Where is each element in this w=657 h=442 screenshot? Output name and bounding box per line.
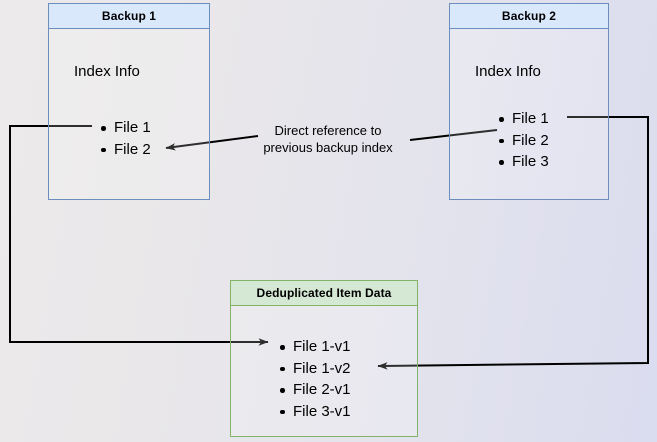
node-backup2[interactable]: Backup 2 Index Info File 1 File 2 File 3 bbox=[449, 3, 609, 200]
list-item: File 3-v1 bbox=[279, 401, 351, 423]
node-deduplicated-header: Deduplicated Item Data bbox=[231, 281, 417, 306]
node-backup2-file-list: File 1 File 2 File 3 bbox=[498, 108, 549, 173]
list-item: File 1-v2 bbox=[279, 358, 351, 380]
node-backup1[interactable]: Backup 1 Index Info File 1 File 2 bbox=[48, 3, 210, 200]
edge-label-line-1: Direct reference to bbox=[274, 123, 382, 138]
node-backup2-header: Backup 2 bbox=[450, 4, 608, 29]
list-item: File 2-v1 bbox=[279, 379, 351, 401]
node-backup1-index-label: Index Info bbox=[74, 63, 140, 80]
list-item: File 1-v1 bbox=[279, 336, 351, 358]
list-item: File 3 bbox=[498, 151, 549, 173]
node-backup1-header: Backup 1 bbox=[49, 4, 209, 29]
edge-label-direct-reference: Direct reference to previous backup inde… bbox=[247, 122, 409, 156]
node-backup1-file-list: File 1 File 2 bbox=[100, 117, 151, 160]
node-deduplicated-file-list: File 1-v1 File 1-v2 File 2-v1 File 3-v1 bbox=[279, 336, 351, 422]
list-item: File 2 bbox=[100, 139, 151, 161]
list-item: File 1 bbox=[498, 108, 549, 130]
node-backup2-index-label: Index Info bbox=[475, 63, 541, 80]
node-deduplicated-item-data[interactable]: Deduplicated Item Data File 1-v1 File 1-… bbox=[230, 280, 418, 437]
list-item: File 2 bbox=[498, 130, 549, 152]
edge-label-line-2: previous backup index bbox=[263, 140, 393, 155]
list-item: File 1 bbox=[100, 117, 151, 139]
